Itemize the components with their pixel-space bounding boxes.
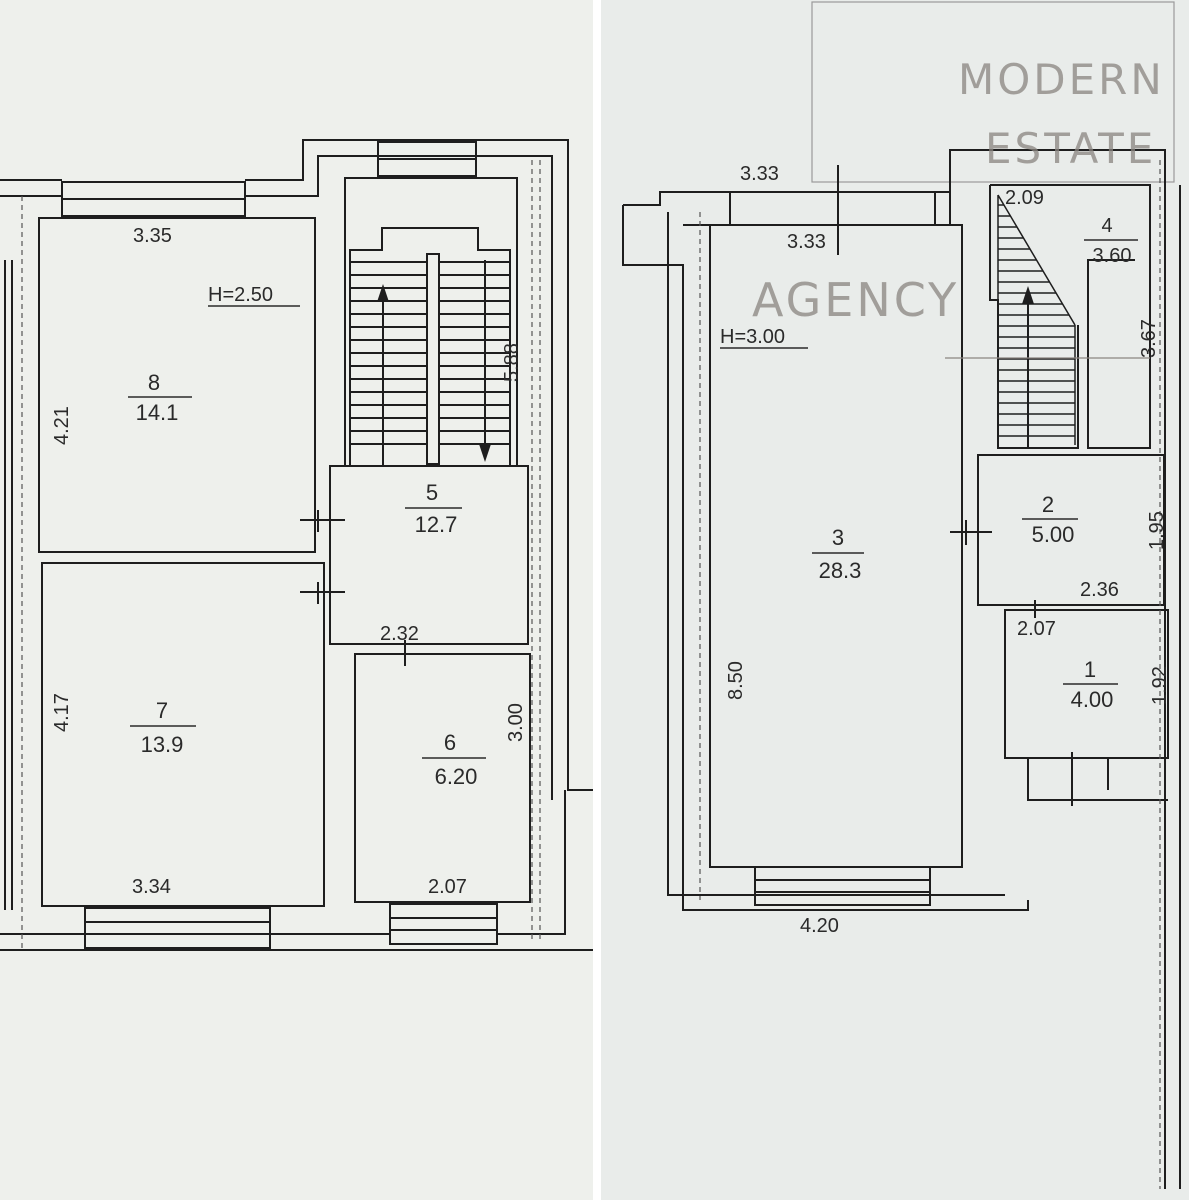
room-8-area: 14.1 bbox=[136, 400, 179, 425]
dim-top-inner-width: 3.33 bbox=[787, 231, 826, 253]
right-floor-plan: MODERN ESTATE AGENCY 3.33 3.33 2.09 H=3.… bbox=[622, 1, 1181, 1189]
outer-wall-bottom-inner bbox=[0, 790, 566, 935]
panel-divider bbox=[593, 0, 601, 1200]
dim-room1-width: 2.07 bbox=[1017, 618, 1056, 640]
window-bottom bbox=[754, 866, 931, 906]
dim-top-outer-width: 3.33 bbox=[740, 163, 779, 185]
dim-room4-height: 3.67 bbox=[1138, 319, 1160, 358]
room-4-number: 4 bbox=[1101, 215, 1112, 237]
room-3-number: 3 bbox=[832, 525, 844, 550]
room-7-number: 7 bbox=[156, 698, 168, 723]
room-8-number: 8 bbox=[148, 370, 160, 395]
room-8-outline bbox=[38, 217, 316, 553]
watermark-frame bbox=[811, 1, 1175, 183]
dim-room6-height: 3.00 bbox=[505, 703, 527, 742]
room-6-number: 6 bbox=[444, 730, 456, 755]
outer-wall bbox=[0, 139, 593, 791]
ceiling-height-label: H=2.50 bbox=[208, 284, 273, 306]
dim-room3-height: 8.50 bbox=[725, 661, 747, 700]
dim-room7-width: 3.34 bbox=[132, 876, 171, 898]
room-1-area: 4.00 bbox=[1071, 687, 1114, 712]
room-2-outline bbox=[977, 454, 1165, 606]
room-2-number: 2 bbox=[1042, 492, 1054, 517]
room-5-outline bbox=[329, 465, 529, 645]
watermark-agency: AGENCY bbox=[752, 273, 959, 327]
room-4-area: 3.60 bbox=[1093, 245, 1132, 267]
dim-room8-height: 4.21 bbox=[51, 406, 73, 445]
room-1-outline bbox=[1004, 609, 1169, 759]
staircase bbox=[997, 194, 1076, 445]
room-2-area: 5.00 bbox=[1032, 522, 1075, 547]
dim-hall-width: 2.32 bbox=[380, 623, 419, 645]
dim-room1-height: 1.92 bbox=[1149, 666, 1171, 705]
room-7-area: 13.9 bbox=[141, 732, 184, 757]
dim-room7-height: 4.17 bbox=[51, 693, 73, 732]
outer-wall-inner bbox=[0, 155, 553, 800]
room-5-area: 12.7 bbox=[415, 512, 458, 537]
room-1-number: 1 bbox=[1084, 657, 1096, 682]
dim-bottom-width: 4.20 bbox=[800, 915, 839, 937]
room-3-area: 28.3 bbox=[819, 558, 862, 583]
left-floor-plan-panel: 3.35 H=2.50 8 14.1 4.21 7 13.9 4.17 3.34… bbox=[0, 0, 593, 1200]
left-floor-plan: 3.35 H=2.50 8 14.1 4.21 7 13.9 4.17 3.34… bbox=[0, 139, 593, 951]
window-top bbox=[729, 191, 936, 226]
dim-stair-length: 5.88 bbox=[501, 343, 523, 382]
room-7-outline bbox=[41, 562, 325, 907]
stairwell-outline bbox=[344, 177, 518, 467]
window-bottom-right bbox=[389, 903, 498, 945]
ceiling-height-label: H=3.00 bbox=[720, 326, 785, 348]
watermark-modern: MODERN bbox=[958, 55, 1165, 104]
dim-room2-width: 2.36 bbox=[1080, 579, 1119, 601]
room-6-outline bbox=[354, 653, 531, 903]
staircase bbox=[349, 227, 511, 466]
room-5-number: 5 bbox=[426, 480, 438, 505]
right-floor-plan-panel: MODERN ESTATE AGENCY 3.33 3.33 2.09 H=3.… bbox=[601, 0, 1189, 1200]
outer-wall bbox=[622, 205, 1029, 911]
dim-room6-width: 2.07 bbox=[428, 876, 467, 898]
room-6-area: 6.20 bbox=[435, 764, 478, 789]
dim-room2-height: 1.95 bbox=[1146, 511, 1168, 550]
dim-stair-width: 2.09 bbox=[1005, 187, 1044, 209]
dim-room8-width: 3.35 bbox=[133, 225, 172, 247]
window-bottom-left bbox=[84, 907, 271, 949]
watermark-estate: ESTATE bbox=[985, 124, 1156, 173]
